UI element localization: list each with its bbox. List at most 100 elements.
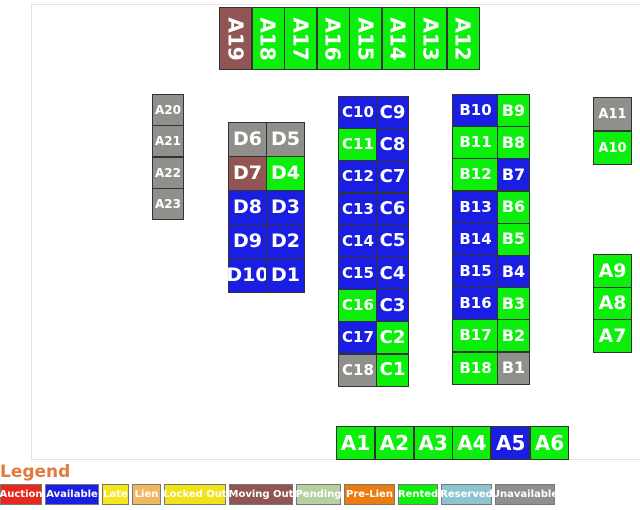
unit-a12[interactable]: A12: [446, 7, 480, 70]
legend-item-reserved: Reserved: [440, 484, 493, 505]
unit-a10[interactable]: A10: [593, 131, 632, 165]
unit-c14[interactable]: C14: [338, 224, 378, 258]
unit-c3[interactable]: C3: [376, 289, 409, 323]
unit-b3[interactable]: B3: [497, 287, 530, 321]
unit-label: D6: [233, 128, 262, 150]
unit-label: B10: [459, 101, 492, 119]
unit-d2[interactable]: D2: [266, 224, 305, 259]
unit-a13[interactable]: A13: [414, 7, 447, 70]
unit-a4[interactable]: A4: [452, 426, 492, 460]
unit-label: C5: [379, 230, 406, 252]
unit-a22[interactable]: A22: [152, 156, 184, 189]
unit-c1[interactable]: C1: [376, 353, 409, 387]
unit-b11[interactable]: B11: [452, 126, 499, 160]
unit-label: A9: [598, 259, 627, 282]
unit-b15[interactable]: B15: [452, 255, 499, 288]
unit-b4[interactable]: B4: [497, 255, 530, 288]
unit-label: B6: [501, 197, 526, 217]
unit-a7[interactable]: A7: [593, 319, 632, 353]
unit-b18[interactable]: B18: [452, 351, 499, 385]
unit-label: D2: [271, 230, 300, 252]
unit-label: B13: [459, 197, 492, 216]
unit-d7[interactable]: D7: [228, 156, 267, 191]
unit-d4[interactable]: D4: [266, 156, 305, 191]
unit-a1[interactable]: A1: [336, 426, 375, 460]
unit-c16[interactable]: C16: [338, 289, 378, 323]
unit-a6[interactable]: A6: [530, 426, 569, 460]
unit-a9[interactable]: A9: [593, 254, 632, 288]
unit-label: A15: [353, 16, 378, 61]
unit-label: A4: [457, 431, 487, 455]
legend-item-locked-out: Locked Out: [163, 484, 227, 505]
unit-c15[interactable]: C15: [338, 257, 378, 290]
unit-label: A10: [598, 140, 627, 156]
unit-label: A3: [418, 431, 448, 455]
unit-c9[interactable]: C9: [376, 96, 409, 129]
legend-item-auction: Auction: [0, 484, 43, 505]
unit-b6[interactable]: B6: [497, 190, 530, 224]
unit-c8[interactable]: C8: [376, 128, 409, 162]
unit-d8[interactable]: D8: [228, 190, 267, 225]
unit-a17[interactable]: A17: [284, 7, 317, 70]
unit-b1[interactable]: B1: [497, 351, 530, 385]
unit-a20[interactable]: A20: [152, 94, 184, 126]
unit-a19[interactable]: A19: [219, 7, 252, 70]
unit-b12[interactable]: B12: [452, 158, 499, 192]
unit-c13[interactable]: C13: [338, 192, 378, 226]
unit-d1[interactable]: D1: [266, 258, 305, 293]
unit-b5[interactable]: B5: [497, 222, 530, 256]
unit-label: D9: [233, 230, 262, 252]
unit-d5[interactable]: D5: [266, 122, 305, 157]
unit-c4[interactable]: C4: [376, 257, 409, 290]
unit-a8[interactable]: A8: [593, 286, 632, 321]
unit-d3[interactable]: D3: [266, 190, 305, 225]
legend-item-available: Available: [45, 484, 99, 505]
unit-a16[interactable]: A16: [316, 7, 350, 70]
unit-label: B12: [459, 165, 492, 184]
unit-b7[interactable]: B7: [497, 158, 530, 192]
unit-a5[interactable]: A5: [491, 426, 531, 460]
unit-label: B11: [459, 133, 492, 152]
unit-a15[interactable]: A15: [349, 7, 382, 70]
unit-c5[interactable]: C5: [376, 224, 409, 258]
unit-b9[interactable]: B9: [497, 94, 530, 127]
unit-b2[interactable]: B2: [497, 319, 530, 353]
unit-b10[interactable]: B10: [452, 94, 499, 127]
unit-label: C1: [379, 359, 406, 381]
unit-d6[interactable]: D6: [228, 122, 267, 157]
unit-a3[interactable]: A3: [413, 426, 453, 460]
unit-label: A17: [288, 16, 313, 61]
unit-label: B4: [501, 261, 526, 281]
unit-a23[interactable]: A23: [152, 187, 184, 220]
unit-c6[interactable]: C6: [376, 192, 409, 226]
unit-b8[interactable]: B8: [497, 126, 530, 160]
legend-item-lien: Lien: [132, 484, 161, 505]
unit-c18[interactable]: C18: [338, 353, 378, 387]
unit-label: B18: [459, 358, 492, 377]
unit-label: B15: [459, 262, 492, 280]
unit-b14[interactable]: B14: [452, 222, 499, 256]
unit-b13[interactable]: B13: [452, 190, 499, 224]
unit-b17[interactable]: B17: [452, 319, 499, 353]
unit-label: B5: [501, 229, 526, 249]
unit-a21[interactable]: A21: [152, 125, 184, 158]
unit-c2[interactable]: C2: [376, 321, 409, 355]
unit-d10[interactable]: D10: [226, 258, 269, 293]
unit-a11[interactable]: A11: [593, 97, 632, 131]
unit-label: D5: [271, 128, 300, 150]
unit-a18[interactable]: A18: [251, 7, 285, 70]
unit-a14[interactable]: A14: [381, 7, 415, 70]
unit-label: C7: [379, 165, 406, 187]
unit-label: D7: [233, 162, 262, 184]
unit-c12[interactable]: C12: [338, 160, 378, 194]
unit-c10[interactable]: C10: [338, 96, 378, 129]
unit-d9[interactable]: D9: [228, 224, 267, 259]
unit-c7[interactable]: C7: [376, 160, 409, 194]
legend-item-moving-out: Moving Out: [229, 484, 293, 505]
unit-b16[interactable]: B16: [452, 287, 499, 321]
unit-c11[interactable]: C11: [338, 128, 378, 162]
unit-label: B8: [501, 132, 526, 152]
unit-label: A16: [321, 16, 345, 61]
unit-c17[interactable]: C17: [338, 321, 378, 355]
unit-a2[interactable]: A2: [374, 426, 414, 460]
